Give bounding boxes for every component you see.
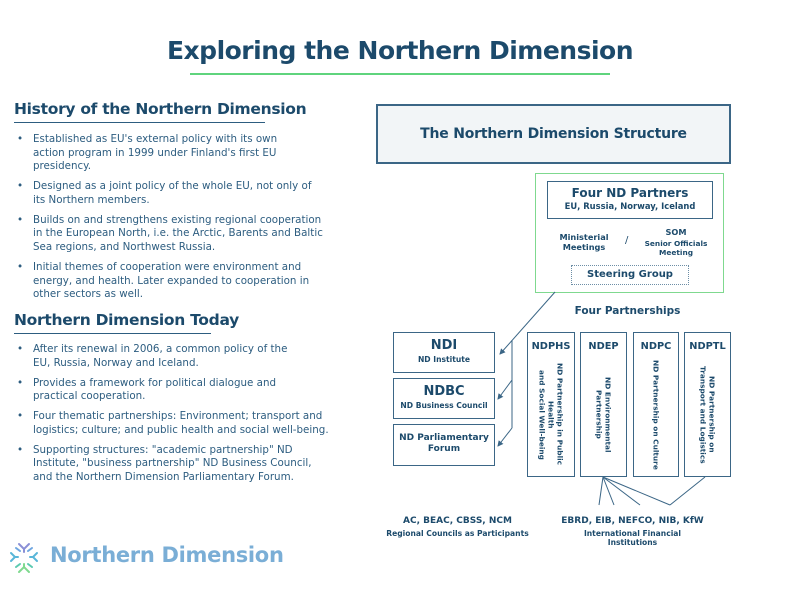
ndphs-column: NDPHS ND Partnership in Public Health an…: [527, 332, 575, 477]
ifi-line-2: [602, 476, 615, 506]
structure-title: The Northern Dimension Structure: [420, 126, 687, 142]
nd-parliamentary-forum-label: ND Parliamentary Forum: [399, 433, 489, 454]
four-partners-title: Four ND Partners: [571, 186, 689, 200]
today-bullet: Supporting structures: "academic partner…: [14, 444, 329, 485]
ndbc-full: ND Business Council: [400, 401, 488, 410]
history-heading: History of the Northern Dimension: [14, 100, 307, 118]
ndi-box: NDI ND Institute: [393, 332, 495, 373]
ndi-full: ND Institute: [417, 355, 471, 364]
ndptl-abbr: NDPTL: [689, 341, 726, 352]
history-bullet: Designed as a joint policy of the whole …: [14, 180, 314, 207]
today-heading-underline: [14, 333, 211, 334]
four-partnerships-label: Four Partnerships: [574, 305, 681, 317]
ndphs-abbr: NDPHS: [531, 341, 571, 352]
ndpc-abbr: NDPC: [640, 341, 672, 352]
four-partners-members: EU, Russia, Norway, Iceland: [564, 201, 696, 211]
history-heading-underline: [14, 122, 265, 123]
steering-group: Steering Group: [571, 265, 689, 285]
ifi-line-4: [602, 476, 671, 506]
arrow-to-nd-parliamentary-forum: [497, 427, 513, 447]
ndpc-column: NDPC ND Partnership on Culture: [633, 332, 679, 477]
ndbc-box: NDBC ND Business Council: [393, 378, 495, 419]
separator-slash: /: [625, 235, 629, 246]
ndi-abbr: NDI: [430, 338, 458, 353]
ministerial-meetings: Ministerial Meetings: [559, 232, 609, 252]
nd-parliamentary-forum-box: ND Parliamentary Forum: [393, 424, 495, 466]
today-bullets: After its renewal in 2006, a common poli…: [14, 343, 329, 491]
northern-dimension-logo-icon: [10, 543, 38, 573]
ifi-list: EBRD, EIB, NEFCO, NIB, KfW: [561, 516, 704, 526]
logo-text: Northern Dimension: [50, 543, 284, 567]
ndptl-full: ND Partnership on Transport and Logistic…: [698, 365, 717, 464]
ifi-label: International Financial Institutions: [583, 529, 682, 547]
history-bullet: Established as EU's external policy with…: [14, 133, 284, 174]
history-bullets: Established as EU's external policy with…: [14, 133, 329, 308]
ifi-line-3: [602, 476, 641, 506]
ndptl-column: NDPTL ND Partnership on Transport and Lo…: [684, 332, 731, 477]
ndbc-abbr: NDBC: [423, 384, 465, 399]
page-title: Exploring the Northern Dimension: [166, 36, 634, 65]
today-bullet: After its renewal in 2006, a common poli…: [14, 343, 304, 370]
history-bullet: Builds on and strengthens existing regio…: [14, 214, 329, 255]
ndep-abbr: NDEP: [588, 341, 619, 352]
ndpc-full: ND Partnership on Culture: [651, 359, 661, 470]
today-heading: Northern Dimension Today: [14, 311, 239, 329]
four-partners-box: Four ND Partners EU, Russia, Norway, Ice…: [547, 181, 713, 219]
arrow-to-ndbc: [497, 379, 513, 400]
title-underline: [190, 73, 610, 75]
partners-governance-box: [535, 173, 724, 293]
ndphs-full: ND Partnership in Public Health and Soci…: [537, 363, 565, 466]
structure-title-box: The Northern Dimension Structure: [376, 104, 731, 164]
som-full: Senior Officials Meeting: [644, 239, 708, 257]
regional-councils-list: AC, BEAC, CBSS, NCM: [403, 516, 512, 526]
history-bullet: Initial themes of cooperation were envir…: [14, 261, 314, 302]
som-abbr: SOM: [665, 227, 687, 237]
ndep-full: ND Environmental Partnership: [594, 376, 613, 453]
ifi-line-5: [669, 476, 706, 506]
ifi-line-1: [598, 476, 604, 506]
today-bullet: Provides a framework for political dialo…: [14, 377, 284, 404]
regional-councils-label: Regional Councils as Participants: [386, 529, 529, 538]
ndep-column: NDEP ND Environmental Partnership: [580, 332, 627, 477]
today-bullet: Four thematic partnerships: Environment;…: [14, 410, 329, 437]
